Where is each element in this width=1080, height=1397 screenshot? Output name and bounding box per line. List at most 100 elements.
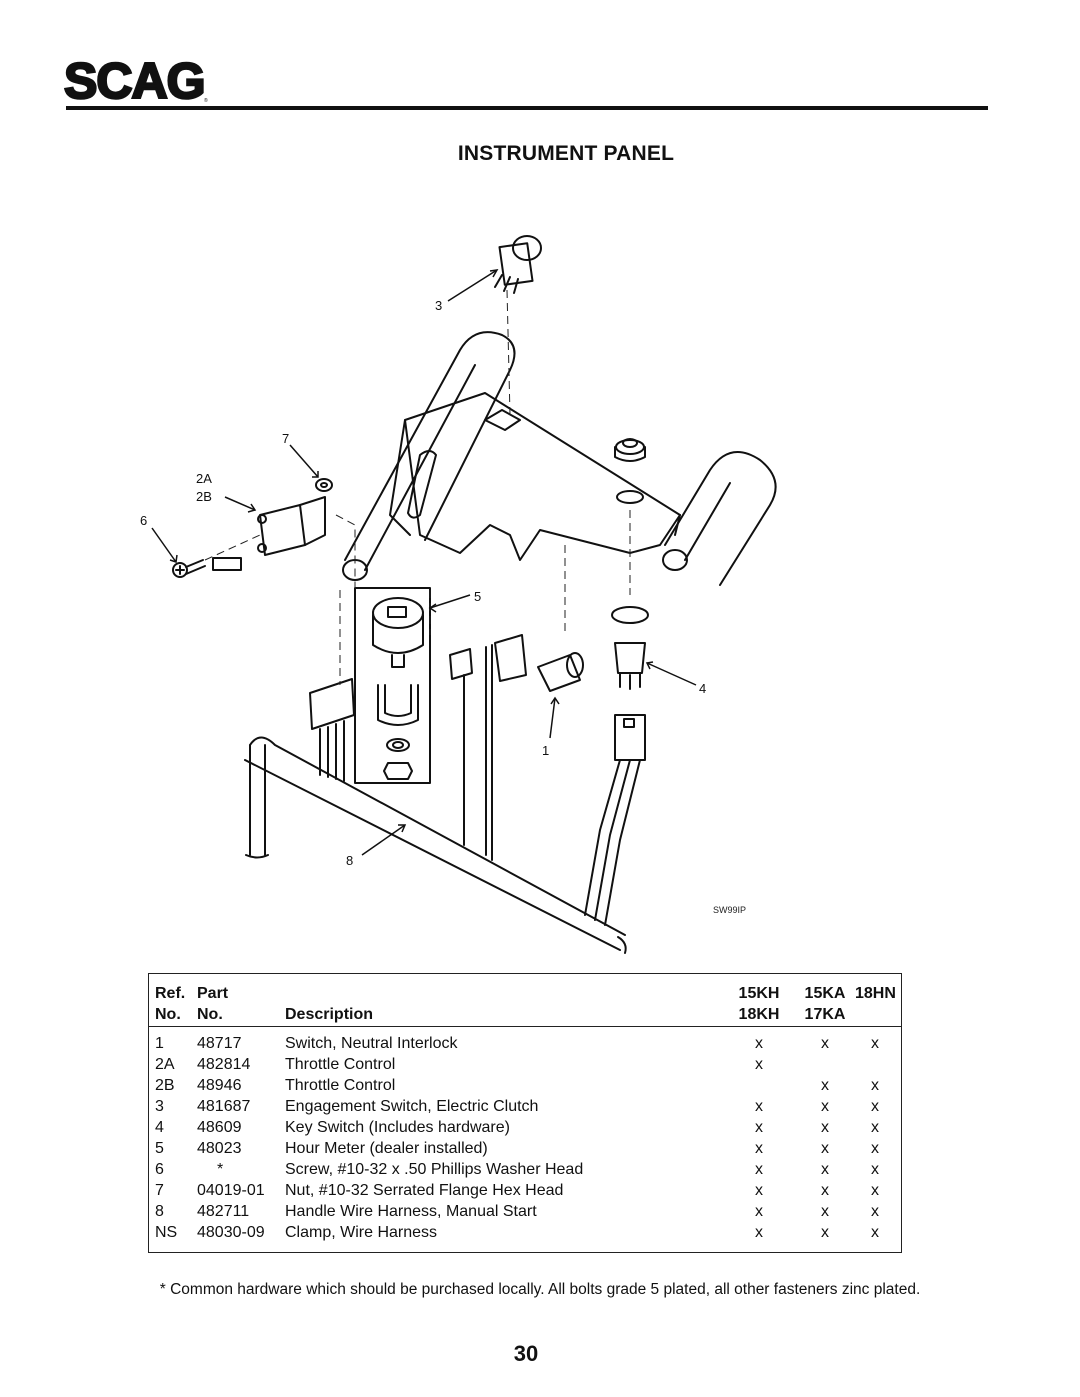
part-cell: 48023: [197, 1140, 242, 1157]
instrument-panel-plate: [389, 392, 681, 561]
col3-cell: x: [871, 1203, 879, 1220]
col2-cell: x: [821, 1224, 829, 1241]
right-handle-tube: [662, 451, 777, 586]
header-col2-1: 15KA: [804, 985, 846, 1002]
table-row: 8 482711 Handle Wire Harness, Manual Sta…: [149, 1201, 901, 1222]
col2-cell: x: [821, 1182, 829, 1199]
col3-cell: x: [871, 1077, 879, 1094]
col1-cell: x: [755, 1140, 763, 1157]
col1-cell: x: [755, 1161, 763, 1178]
col2-cell: x: [821, 1140, 829, 1157]
phillips-screw: [172, 559, 206, 578]
wire-connector: [309, 678, 355, 782]
page-title: INSTRUMENT PANEL: [457, 142, 675, 165]
desc-cell: Switch, Neutral Interlock: [285, 1035, 458, 1052]
parts-table: Ref. No. Part No. Description 15KH 18KH …: [148, 973, 902, 1253]
col1-cell: x: [755, 1056, 763, 1073]
page-number: 30: [513, 1341, 539, 1366]
desc-cell: Nut, #10-32 Serrated Flange Hex Head: [285, 1182, 564, 1199]
throttle-control: [212, 496, 326, 571]
col2-cell: x: [821, 1203, 829, 1220]
callout-4: 4: [699, 681, 706, 696]
ref-cell: 4: [155, 1119, 164, 1136]
ref-cell: 8: [155, 1203, 164, 1220]
desc-cell: Screw, #10-32 x .50 Phillips Washer Head: [285, 1161, 584, 1178]
col3-cell: x: [871, 1035, 879, 1052]
svg-text:®: ®: [204, 97, 208, 104]
header-part-2: No.: [197, 1006, 223, 1023]
col1-cell: x: [755, 1224, 763, 1241]
table-row: NS 48030-09 Clamp, Wire Harness x x x: [149, 1222, 901, 1243]
logo-text: SCAG: [64, 56, 204, 104]
col1-cell: x: [755, 1035, 763, 1052]
callout-2a: 2A: [196, 471, 212, 486]
table-row: 1 48717 Switch, Neutral Interlock x x x: [149, 1033, 901, 1054]
header-col2-2: 17KA: [804, 1006, 846, 1023]
table-row: 2B 48946 Throttle Control x x: [149, 1075, 901, 1096]
header-rule: [66, 106, 988, 110]
col2-cell: x: [821, 1077, 829, 1094]
col2-cell: x: [821, 1119, 829, 1136]
part-cell: 04019-01: [197, 1182, 265, 1199]
ref-cell: 6: [155, 1161, 164, 1178]
scag-logo: SCAG ®: [63, 56, 208, 104]
part-cell: 48609: [197, 1119, 242, 1136]
callout-6: 6: [140, 513, 147, 528]
col3-cell: x: [871, 1224, 879, 1241]
callout-5: 5: [474, 589, 481, 604]
ref-cell: 3: [155, 1098, 164, 1115]
footnote: * Common hardware which should be purcha…: [159, 1281, 921, 1298]
callout-2b: 2B: [196, 489, 212, 504]
header-col1-1: 15KH: [738, 985, 780, 1002]
table-row: 2A 482814 Throttle Control x: [149, 1054, 901, 1075]
col1-cell: x: [755, 1182, 763, 1199]
table-row: 5 48023 Hour Meter (dealer installed) x …: [149, 1138, 901, 1159]
header-col3-1: 18HN: [855, 985, 896, 1002]
ref-cell: 2B: [155, 1077, 175, 1094]
desc-cell: Engagement Switch, Electric Clutch: [285, 1098, 539, 1115]
col1-cell: x: [755, 1119, 763, 1136]
col1-cell: x: [755, 1098, 763, 1115]
figure-code: SW99IP: [713, 905, 746, 915]
desc-cell: Throttle Control: [285, 1077, 396, 1094]
part-cell: 481687: [197, 1098, 251, 1115]
header-ref-1: Ref.: [155, 985, 186, 1002]
part-cell: 48030-09: [197, 1224, 265, 1241]
col3-cell: x: [871, 1119, 879, 1136]
flange-nut: [315, 478, 333, 492]
neutral-interlock-switch: [449, 634, 584, 861]
callout-7: 7: [282, 431, 289, 446]
part-cell: 48717: [197, 1035, 242, 1052]
header-ref-2: No.: [155, 1006, 181, 1023]
key-switch: [584, 606, 649, 926]
part-cell: 482711: [197, 1203, 250, 1220]
desc-cell: Throttle Control: [285, 1056, 396, 1073]
part-cell: *: [217, 1161, 224, 1178]
header-part-1: Part: [197, 985, 229, 1002]
ref-cell: 5: [155, 1140, 164, 1157]
ref-cell: 2A: [155, 1056, 175, 1073]
table-row: 7 04019-01 Nut, #10-32 Serrated Flange H…: [149, 1180, 901, 1201]
col3-cell: x: [871, 1140, 879, 1157]
desc-cell: Handle Wire Harness, Manual Start: [285, 1203, 537, 1220]
col3-cell: x: [871, 1098, 879, 1115]
desc-cell: Clamp, Wire Harness: [285, 1224, 438, 1241]
table-row: 3 481687 Engagement Switch, Electric Clu…: [149, 1096, 901, 1117]
ref-cell: NS: [155, 1224, 178, 1241]
col2-cell: x: [821, 1098, 829, 1115]
handle-wire-harness: [244, 736, 627, 954]
col3-cell: x: [871, 1161, 879, 1178]
desc-cell: Hour Meter (dealer installed): [285, 1140, 488, 1157]
col3-cell: x: [871, 1182, 879, 1199]
part-cell: 48946: [197, 1077, 242, 1094]
table-row: 6 * Screw, #10-32 x .50 Phillips Washer …: [149, 1159, 901, 1180]
ref-cell: 1: [155, 1035, 164, 1052]
header-description: Description: [285, 1006, 374, 1023]
hour-meter: [354, 587, 431, 784]
part-cell: 482814: [197, 1056, 251, 1073]
col1-cell: x: [755, 1203, 763, 1220]
header-col1-2: 18KH: [738, 1006, 780, 1023]
header-divider: [149, 1026, 901, 1027]
left-handle-tube: [342, 331, 516, 581]
table-row: 4 48609 Key Switch (Includes hardware) x…: [149, 1117, 901, 1138]
